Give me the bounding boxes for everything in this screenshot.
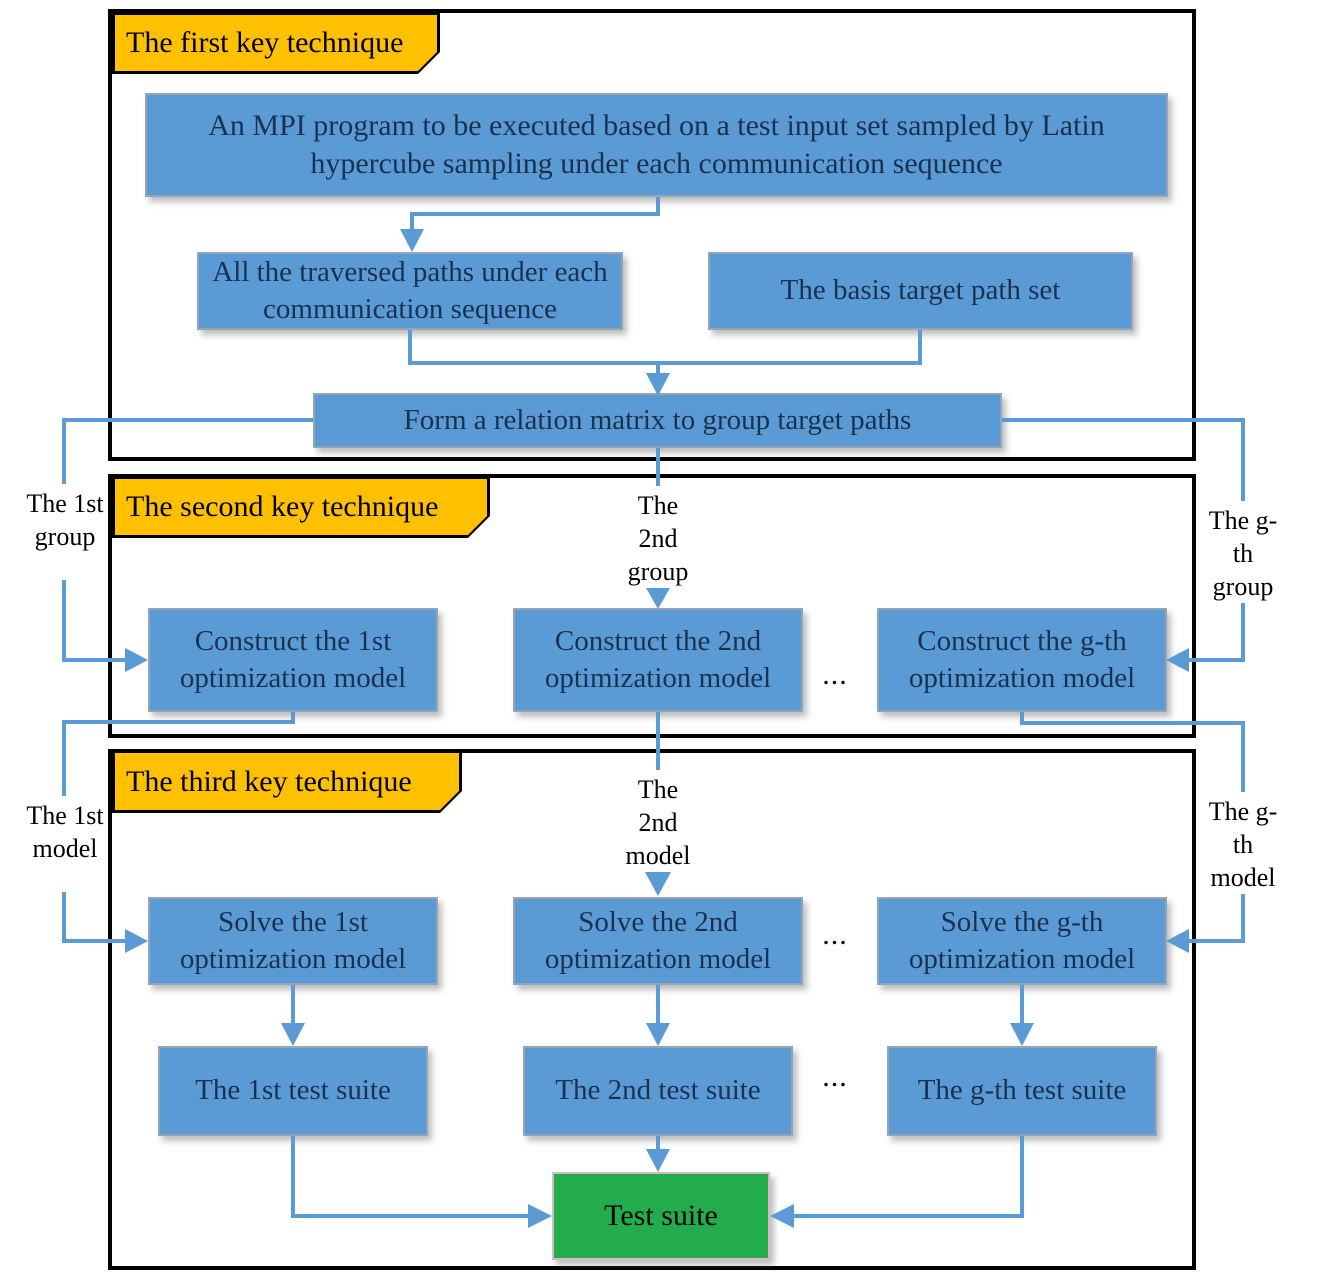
test-suite-gth-box: The g-th test suite	[887, 1046, 1157, 1136]
edge-label-1st-group: The 1st group	[26, 487, 104, 553]
ellipsis-suite-row: ...	[822, 1060, 848, 1093]
solve-2nd-model-box: Solve the 2nd optimization model	[513, 897, 803, 985]
section-first-key-technique	[108, 9, 1196, 461]
tab-second-key-technique: The second key technique	[112, 476, 490, 538]
edge-label-2nd-model: The 2nd model	[619, 773, 697, 872]
edge-label-2nd-group: The 2nd group	[619, 489, 697, 588]
construct-1st-model-box: Construct the 1st optimization model	[148, 608, 438, 712]
edge-label-1st-model: The 1st model	[26, 799, 104, 865]
basis-target-path-box: The basis target path set	[708, 252, 1133, 330]
tab-second-label: The second key technique	[126, 490, 439, 523]
edge-label-gth-model: The g-th model	[1204, 795, 1282, 894]
test-suite-1st-box: The 1st test suite	[158, 1046, 428, 1136]
relation-matrix-box: Form a relation matrix to group target p…	[313, 393, 1002, 448]
traversed-paths-box: All the traversed paths under each commu…	[197, 252, 623, 330]
mpi-program-box: An MPI program to be executed based on a…	[145, 93, 1168, 197]
section-third-key-technique	[108, 749, 1196, 1270]
final-test-suite-box: Test suite	[552, 1172, 770, 1260]
tab-third-key-technique: The third key technique	[112, 750, 462, 813]
tab-first-key-technique: The first key technique	[112, 12, 440, 74]
tab-third-label: The third key technique	[126, 764, 412, 798]
solve-gth-model-box: Solve the g-th optimization model	[877, 897, 1167, 985]
construct-gth-model-box: Construct the g-th optimization model	[877, 608, 1167, 712]
edge-label-gth-group: The g-th group	[1204, 504, 1282, 603]
tab-first-label: The first key technique	[126, 26, 404, 59]
solve-1st-model-box: Solve the 1st optimization model	[148, 897, 438, 985]
ellipsis-construct-row: ...	[822, 658, 848, 691]
test-suite-2nd-box: The 2nd test suite	[523, 1046, 793, 1136]
construct-2nd-model-box: Construct the 2nd optimization model	[513, 608, 803, 712]
ellipsis-solve-row: ...	[822, 918, 848, 951]
